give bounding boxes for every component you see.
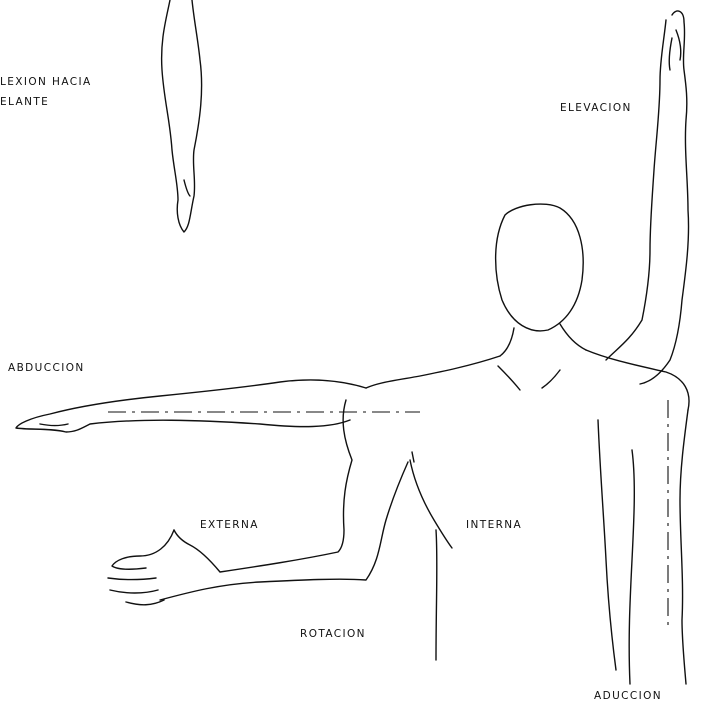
torso [366, 350, 689, 684]
head [496, 204, 586, 356]
abduccion-label: ABDUCCION [8, 362, 85, 374]
interna-label: INTERNA [466, 519, 522, 531]
elevacion-label: ELEVACION [560, 102, 632, 114]
abduction-arm [16, 380, 366, 432]
flexion-label-line2: ELANTE [0, 96, 49, 108]
forward-flexion-arm [162, 0, 202, 232]
flexion-label-line1: LEXION HACIA [0, 76, 92, 88]
elevation-arm [606, 11, 689, 384]
aduccion-label: ADUCCION [594, 690, 662, 702]
rotacion-label: ROTACION [300, 628, 366, 640]
rotation-arm [108, 400, 408, 605]
externa-label: EXTERNA [200, 519, 259, 531]
